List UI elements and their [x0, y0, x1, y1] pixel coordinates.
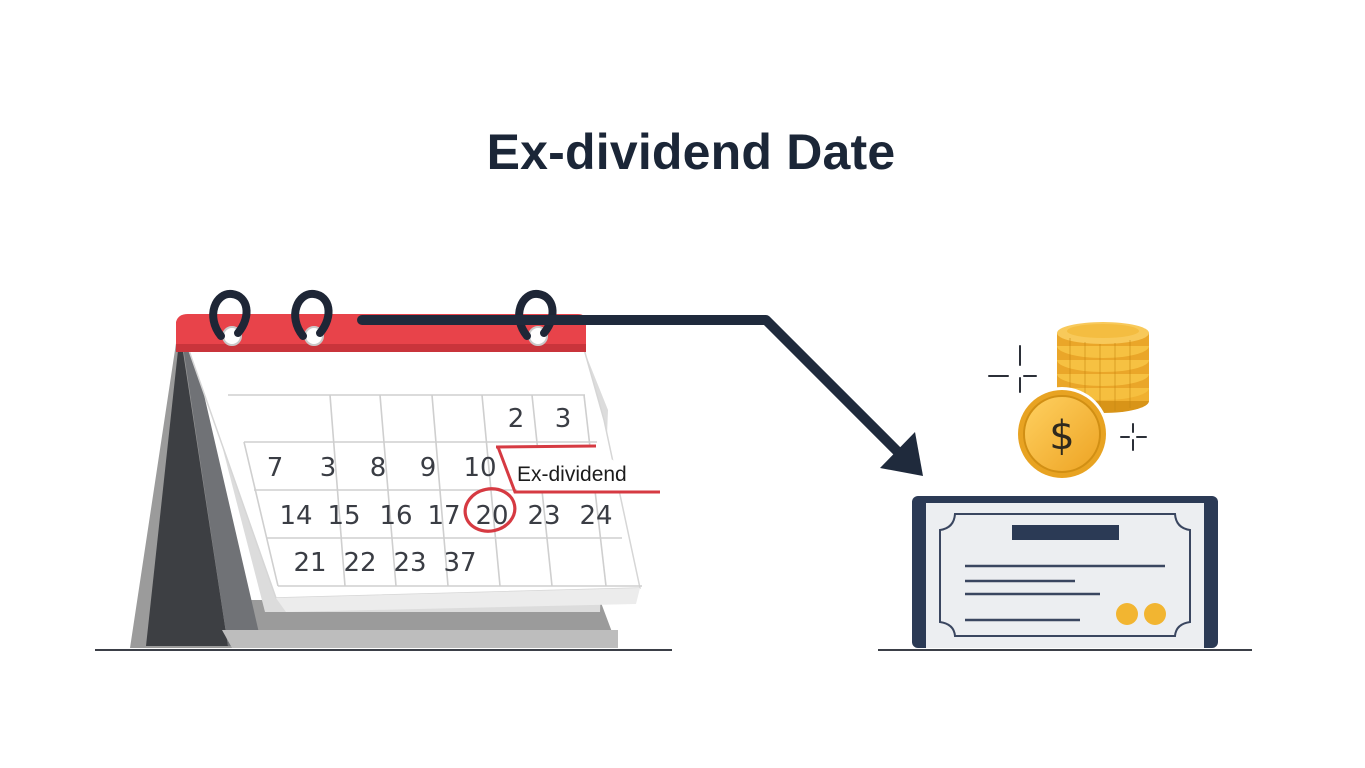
day-cell: 23: [393, 548, 426, 578]
calendar-page-curl: [276, 588, 640, 612]
calendar-days: 2 3 7 3 8 9 10 9 14 15 16 17 20 23 24 21…: [267, 404, 613, 578]
circled-day-ring: [463, 487, 517, 533]
ex-dividend-label: Ex-dividend: [517, 463, 627, 486]
ex-dividend-marker: Ex-dividend: [463, 444, 660, 533]
flow-arrow: [357, 315, 923, 476]
day-cell: 37: [443, 548, 476, 578]
day-cell: 7: [267, 453, 284, 483]
calendar-stand-dark: [146, 332, 228, 646]
ex-dividend-bracket: [495, 444, 660, 494]
day-cell: 14: [279, 501, 312, 531]
day-cell: 16: [379, 501, 412, 531]
sparkle-icon: [988, 345, 1037, 393]
calendar-header-shadow: [176, 344, 586, 352]
day-cell: 21: [293, 548, 326, 578]
certificate-title-bar: [1012, 525, 1119, 540]
desk-calendar: 2 3 7 3 8 9 10 9 14 15 16 17 20 23 24 21…: [95, 289, 672, 651]
certificate-text-lines: [965, 564, 1165, 622]
arrow-head: [880, 432, 923, 476]
day-cell: 9: [420, 453, 437, 483]
day-cell: 8: [370, 453, 387, 483]
day-cell: 3: [320, 453, 337, 483]
ex-dividend-tag: [498, 446, 660, 492]
day-cell: 15: [327, 501, 360, 531]
certificate-border: [939, 513, 1191, 637]
coin-stack: $: [988, 322, 1149, 481]
page-title: Ex-dividend Date: [486, 124, 896, 180]
day-cell: 17: [427, 501, 460, 531]
calendar-stand-mid: [182, 340, 262, 646]
day-cell: 23: [527, 501, 560, 531]
dollar-coin: $: [1015, 387, 1109, 481]
day-cell: 2: [508, 404, 525, 434]
stock-certificate: [878, 496, 1252, 651]
calendar-base-lip: [222, 630, 618, 648]
certificate-paper: [926, 503, 1204, 648]
day-cell: 24: [579, 501, 612, 531]
day-cell: 3: [555, 404, 572, 434]
certificate-seal: [1116, 603, 1166, 625]
day-cell: 10: [463, 453, 496, 483]
day-cell: 22: [343, 548, 376, 578]
arrow-shaft: [357, 315, 905, 459]
dollar-sign-icon: $: [1049, 413, 1074, 459]
sparkle-icon: [1120, 423, 1147, 451]
